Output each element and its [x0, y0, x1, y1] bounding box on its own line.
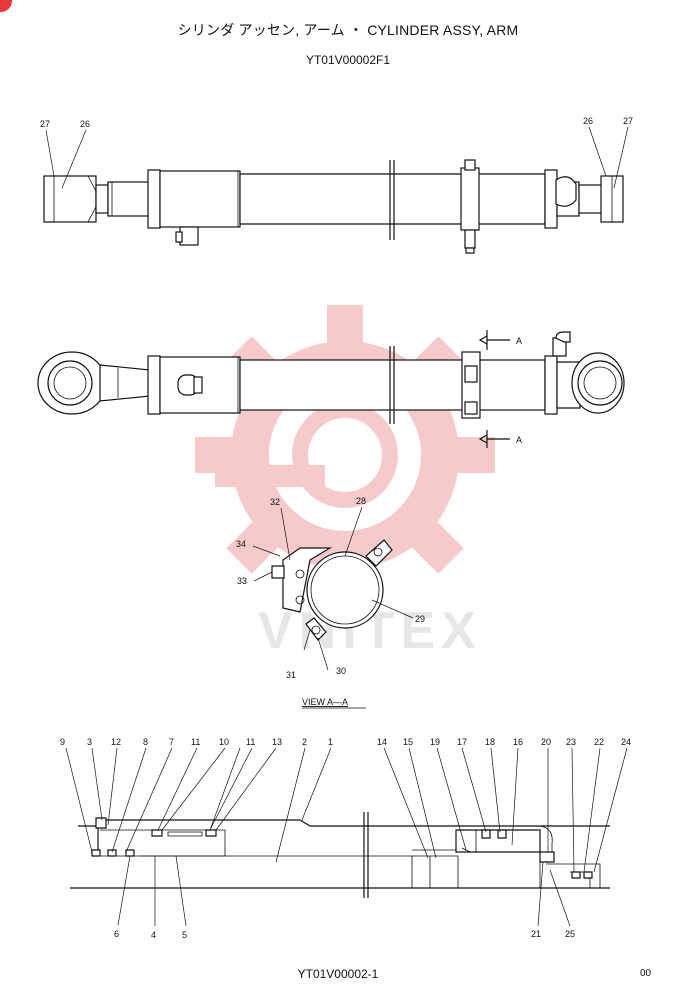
section-marker-bottom: A — [516, 435, 522, 445]
section-callouts-top: 9 3 12 8 7 11 10 11 13 2 1 14 15 19 17 1… — [60, 737, 631, 747]
callout-26-left: 26 — [80, 119, 90, 129]
callout-22: 22 — [594, 737, 604, 747]
callout-17: 17 — [457, 737, 467, 747]
section-marker-top: A — [516, 336, 522, 346]
callout-34: 34 — [236, 539, 246, 549]
callout-31: 31 — [286, 670, 296, 680]
callout-28: 28 — [356, 496, 366, 506]
callout-3: 3 — [87, 737, 92, 747]
callout-12: 12 — [111, 737, 121, 747]
clamp-section-view — [252, 506, 414, 671]
callout-25: 25 — [565, 929, 575, 939]
callout-23: 23 — [566, 737, 576, 747]
callout-10: 10 — [219, 737, 229, 747]
callout-30: 30 — [336, 666, 346, 676]
callout-16: 16 — [513, 737, 523, 747]
callout-20: 20 — [541, 737, 551, 747]
drawing-code: YT01V00002-1 — [297, 967, 379, 981]
callout-7: 7 — [169, 737, 174, 747]
top-callouts: 27 26 26 27 — [40, 116, 633, 189]
callout-24: 24 — [621, 737, 631, 747]
callout-6: 6 — [114, 929, 119, 939]
page-title: シリンダ アッセン, アーム ・ CYLINDER ASSY, ARM — [177, 22, 519, 38]
part-number: YT01V00002F1 — [305, 53, 391, 67]
callout-26-right: 26 — [583, 116, 593, 126]
callout-13: 13 — [272, 737, 282, 747]
callout-21: 21 — [531, 929, 541, 939]
callout-14: 14 — [377, 737, 387, 747]
top-side-view — [43, 159, 624, 254]
callout-5: 5 — [182, 930, 187, 940]
callout-11-b: 11 — [246, 737, 255, 747]
bottom-section-view — [65, 747, 628, 927]
callout-27-right: 27 — [623, 116, 633, 126]
callout-18: 18 — [485, 737, 495, 747]
clamp-callouts: 32 28 34 33 29 31 30 — [236, 496, 425, 680]
section-view-label: VIEW A—A — [302, 697, 348, 707]
callout-33: 33 — [237, 576, 247, 586]
callout-9: 9 — [60, 737, 65, 747]
callout-27-left: 27 — [40, 119, 50, 129]
callout-19: 19 — [430, 737, 440, 747]
callout-32: 32 — [270, 497, 280, 507]
page-number: 00 — [640, 968, 652, 979]
section-callouts-bottom: 6 4 5 21 25 — [114, 929, 575, 940]
callout-15: 15 — [403, 737, 413, 747]
callout-11-a: 11 — [191, 737, 200, 747]
middle-plan-view — [37, 330, 625, 448]
callout-8: 8 — [143, 737, 148, 747]
callout-4: 4 — [151, 930, 156, 940]
callout-2: 2 — [302, 737, 307, 747]
callout-1: 1 — [328, 737, 333, 747]
callout-29: 29 — [415, 614, 425, 624]
